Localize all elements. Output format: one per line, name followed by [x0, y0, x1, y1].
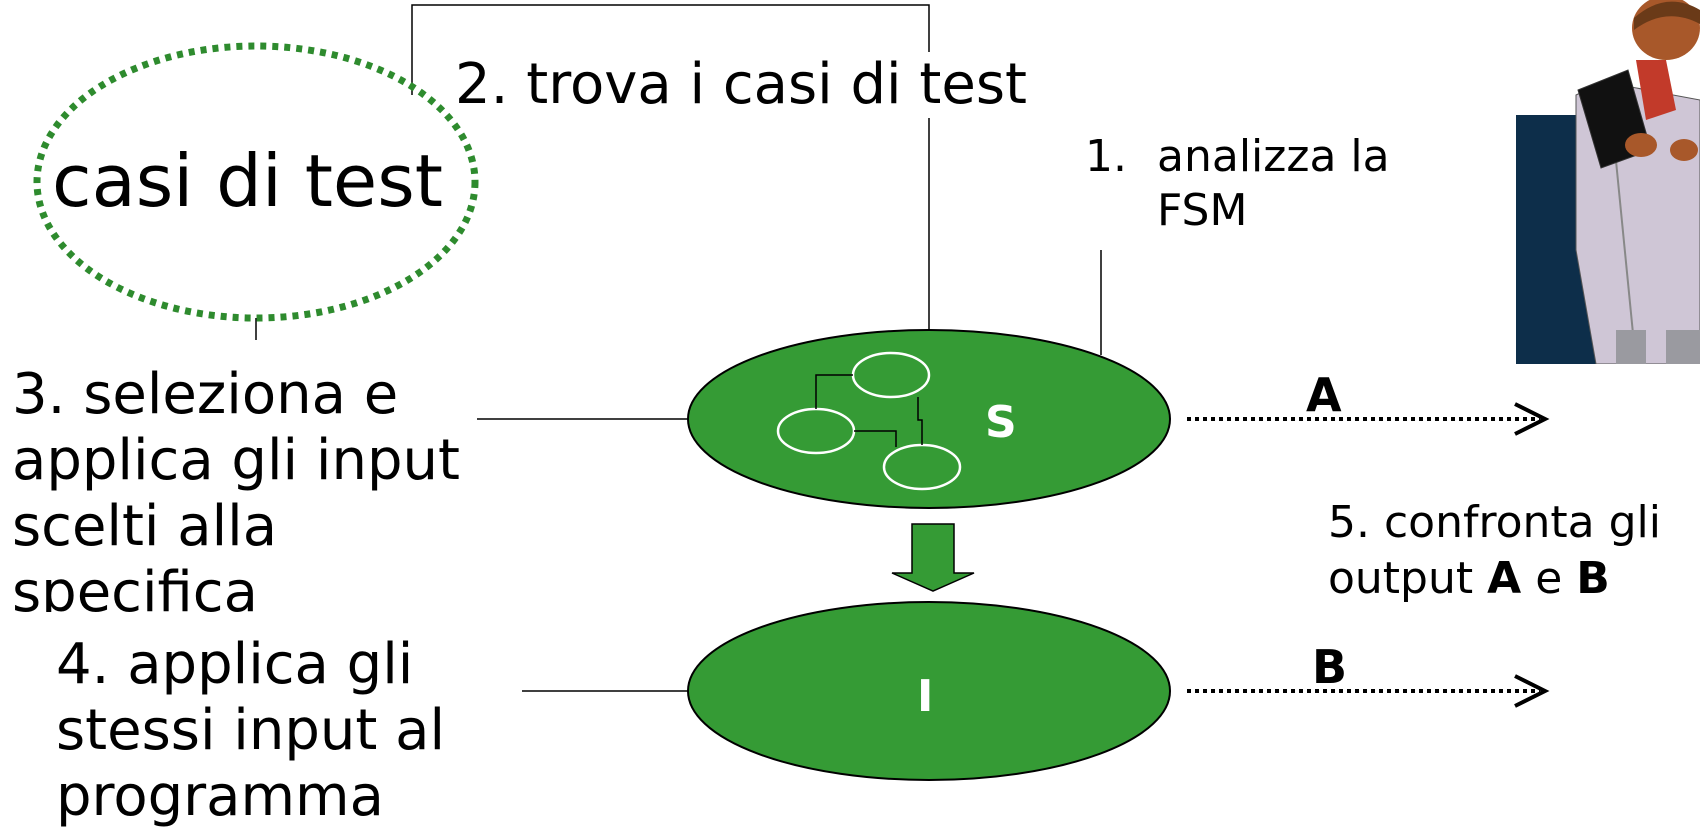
- step-1-number: 1.: [1085, 131, 1127, 182]
- step-5-mid: e: [1535, 553, 1563, 604]
- down-arrow-icon: [891, 523, 975, 592]
- spec-node-label: S: [985, 397, 1017, 448]
- impl-node: [687, 601, 1171, 781]
- step-5-b: B: [1576, 553, 1610, 604]
- test-cases-ellipse: [33, 42, 479, 322]
- output-a-label: A: [1306, 368, 1342, 422]
- step-5-label: 5. confronta gli output A e B: [1328, 495, 1700, 607]
- output-b-label: B: [1312, 640, 1348, 694]
- step-5-prefix: 5. confronta gli output: [1328, 497, 1661, 604]
- step-2-label: 2. trova i casi di test: [455, 52, 1027, 118]
- step-1-text: analizza la FSM: [1157, 131, 1390, 236]
- spec-node: [687, 329, 1171, 509]
- output-arrow-b: [1187, 674, 1550, 708]
- step-5-a: A: [1487, 553, 1522, 604]
- step-4-label: 4. applica gli stessi input al programma: [56, 632, 446, 829]
- step-3-label: 3. seleziona e applica gli input scelti …: [12, 362, 460, 612]
- impl-node-label: I: [917, 671, 934, 722]
- output-arrow-a: [1187, 402, 1550, 436]
- connector-step2: [411, 4, 930, 330]
- test-cases-label: casi di test: [52, 139, 443, 223]
- doctor-clipart-icon: [1516, 0, 1700, 364]
